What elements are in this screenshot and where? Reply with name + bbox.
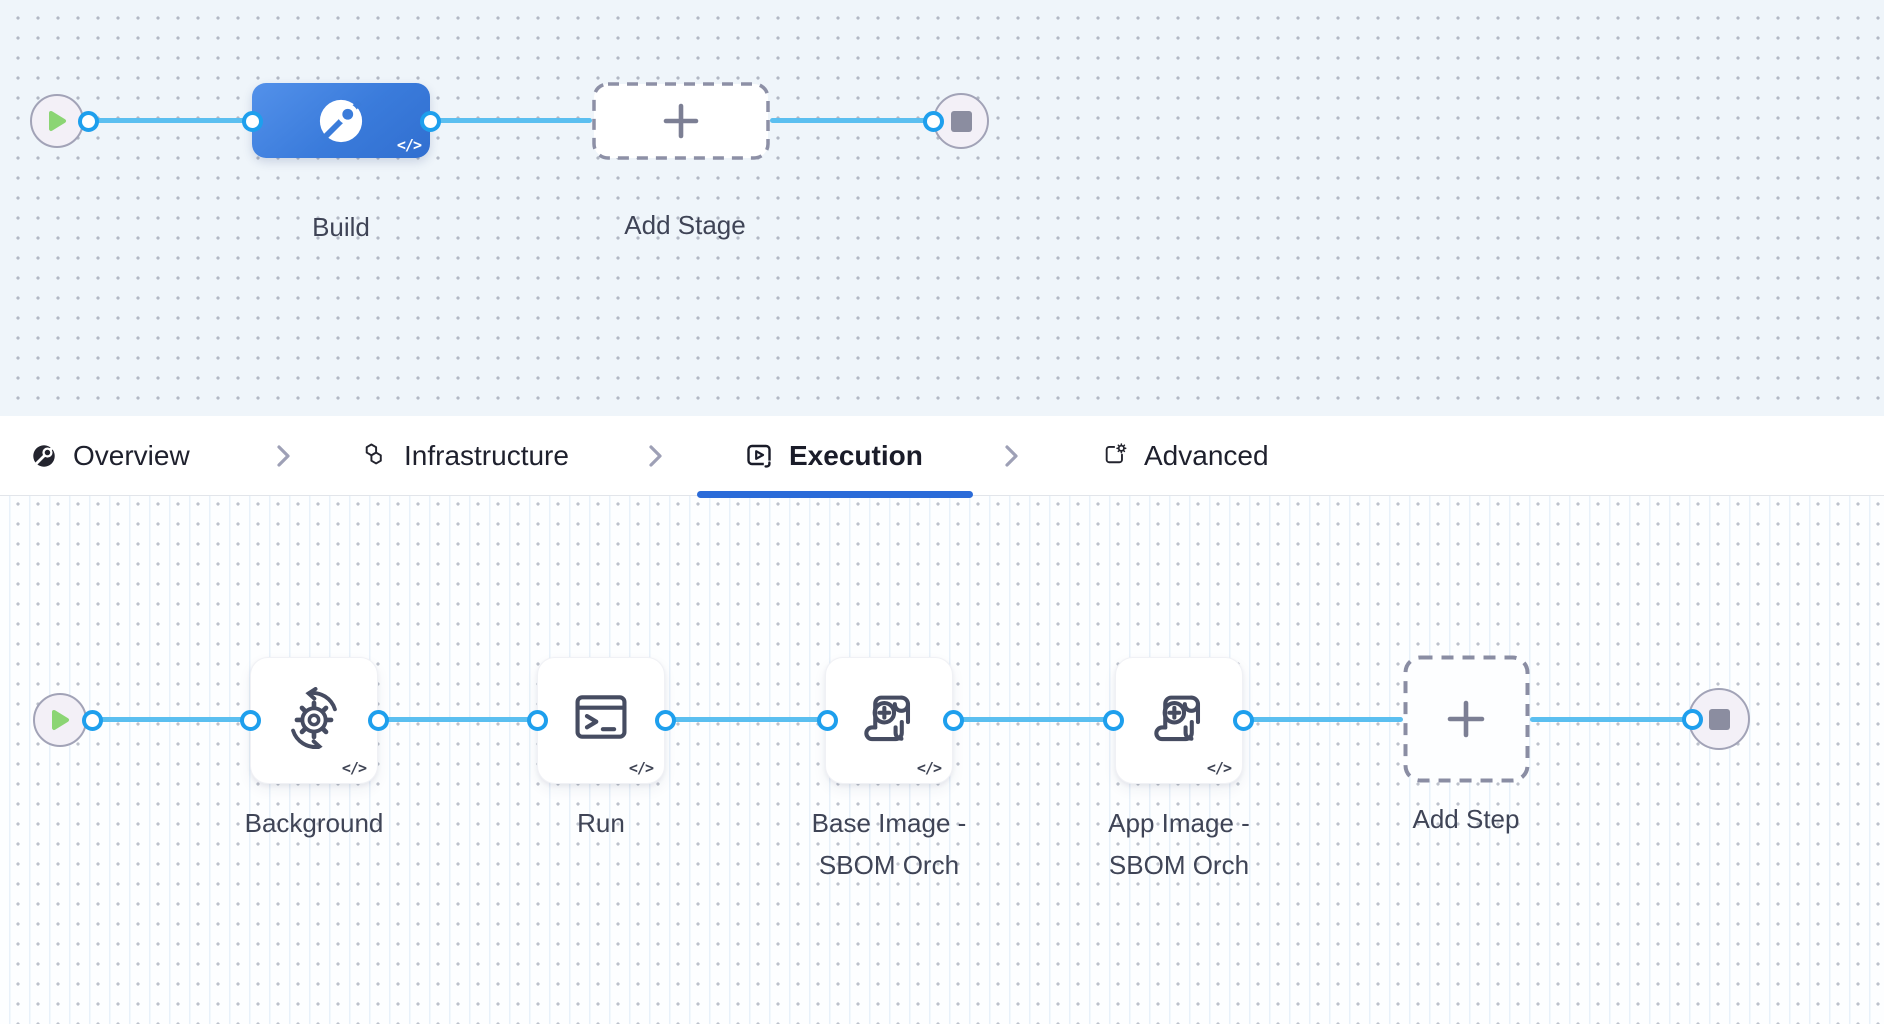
hexagons-icon [360, 441, 389, 470]
yaml-code-badge: </> [628, 759, 654, 777]
connector-line [88, 118, 252, 123]
tab-execution[interactable]: Execution [744, 416, 923, 495]
play-square-icon [744, 441, 774, 471]
step-node-background[interactable]: </> [250, 657, 378, 784]
chevron-right-icon [276, 444, 292, 468]
step-label-run: Run [577, 808, 625, 838]
connector-port[interactable] [655, 710, 676, 731]
tab-label: Advanced [1144, 439, 1269, 471]
scroll-plus-icon [1148, 686, 1210, 748]
step-label-app-image-sbom: App Image - SBOM Orch [1108, 808, 1250, 880]
stage-node-build[interactable]: </> [252, 83, 430, 158]
connector-port[interactable] [527, 710, 548, 731]
gear-sync-icon [283, 686, 345, 749]
chevron-right-icon [648, 444, 664, 468]
stage-label-build: Build [312, 212, 370, 242]
scroll-plus-icon [858, 686, 920, 748]
stage-graph-canvas[interactable]: </> Build Add Stage [0, 0, 1884, 416]
connector-port[interactable] [1682, 709, 1703, 730]
connector-port[interactable] [1103, 710, 1124, 731]
play-icon [49, 708, 71, 732]
connector-line [430, 118, 592, 123]
connector-port[interactable] [78, 111, 99, 132]
execution-graph-canvas[interactable]: </> </> </> [0, 496, 1884, 1024]
step-node-base-image-sbom[interactable]: </> [825, 657, 953, 784]
connector-port[interactable] [82, 710, 103, 731]
connector-line [953, 717, 1113, 722]
ci-build-icon [314, 94, 368, 148]
connector-port[interactable] [420, 111, 441, 132]
yaml-code-badge: </> [396, 136, 422, 154]
yaml-code-badge: </> [341, 759, 367, 777]
connector-line [378, 717, 537, 722]
ci-overview-icon [30, 442, 58, 470]
terminal-icon [571, 687, 631, 747]
connector-line [92, 717, 250, 722]
add-stage-button[interactable] [592, 82, 770, 160]
tab-advanced[interactable]: Advanced [1102, 416, 1269, 495]
add-stage-label: Add Stage [624, 210, 746, 240]
step-node-run[interactable]: </> [537, 657, 665, 784]
active-tab-indicator [697, 491, 973, 498]
step-label-background: Background [244, 808, 384, 838]
tab-overview[interactable]: Overview [30, 416, 190, 495]
stop-icon [950, 110, 972, 132]
stage-config-tab-bar: Overview Infrastructure Execution [0, 416, 1884, 498]
step-label-base-image-sbom: Base Image - SBOM Orch [811, 808, 967, 880]
connector-port[interactable] [1233, 710, 1254, 731]
chevron-right-icon [1004, 444, 1020, 468]
add-step-label: Add Step [1412, 804, 1520, 834]
tab-label: Infrastructure [404, 439, 569, 471]
connector-port[interactable] [943, 710, 964, 731]
play-icon [46, 109, 68, 133]
pipeline-start-node[interactable] [30, 94, 84, 148]
step-node-app-image-sbom[interactable]: </> [1115, 657, 1243, 784]
connector-port[interactable] [242, 111, 263, 132]
connector-line [665, 717, 827, 722]
box-gear-icon [1102, 442, 1129, 469]
yaml-code-badge: </> [1206, 759, 1232, 777]
tab-infrastructure[interactable]: Infrastructure [360, 416, 569, 495]
connector-port[interactable] [240, 710, 261, 731]
stop-icon [1708, 708, 1730, 730]
connector-port[interactable] [923, 111, 944, 132]
yaml-code-badge: </> [916, 759, 942, 777]
connector-port[interactable] [817, 710, 838, 731]
connector-line [1243, 717, 1403, 722]
tab-label: Overview [73, 439, 190, 471]
connector-line [1530, 717, 1692, 722]
connector-line [770, 118, 933, 123]
add-step-button[interactable] [1403, 655, 1530, 783]
execution-start-node[interactable] [33, 693, 87, 747]
connector-port[interactable] [368, 710, 389, 731]
tab-label: Execution [789, 439, 923, 471]
